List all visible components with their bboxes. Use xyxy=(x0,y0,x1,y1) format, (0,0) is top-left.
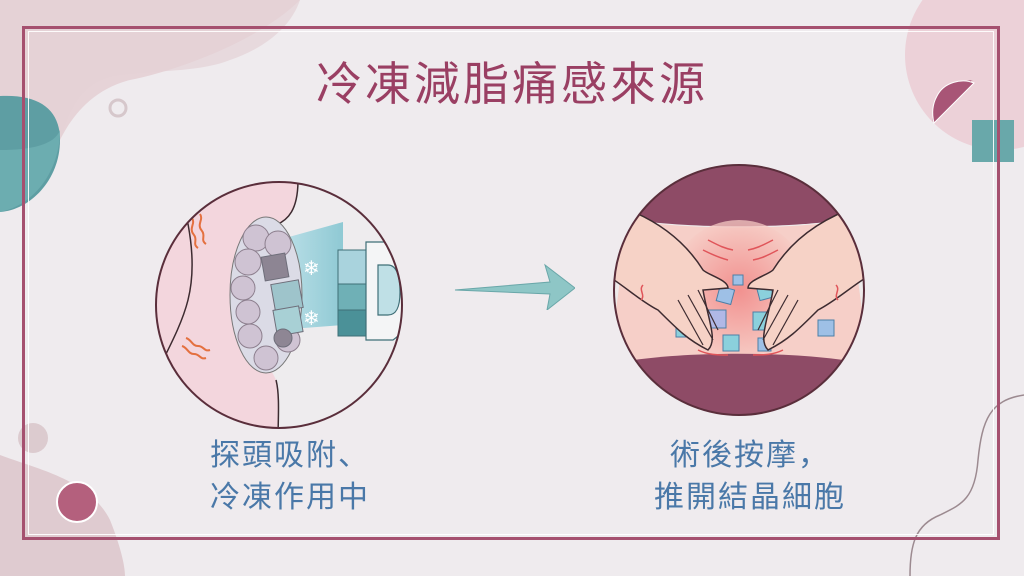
slide-frame xyxy=(22,26,1000,540)
right-caption-line-1: 術後按摩， xyxy=(670,438,830,473)
snowflake-icon: ❄ xyxy=(303,306,320,330)
page-title: 冷凍減脂痛感來源 xyxy=(316,57,708,111)
heat-wave-icon xyxy=(181,213,211,360)
right-caption-line-2: 推開結晶細胞 xyxy=(654,480,846,515)
maroon-circle-shape xyxy=(56,481,98,523)
slide-frame-inner xyxy=(28,31,994,535)
massage-illustration xyxy=(613,164,865,416)
curve-line-shape xyxy=(909,394,1024,576)
applicator-illustration: ❄ ❄ xyxy=(155,181,403,429)
left-caption: 探頭吸附、 冷凍作用中 xyxy=(180,435,400,519)
left-caption-line-2: 冷凍作用中 xyxy=(210,480,370,515)
right-caption: 術後按摩， 推開結晶細胞 xyxy=(620,435,880,519)
small-ring-shape xyxy=(108,98,128,118)
snowflake-icon: ❄ xyxy=(303,256,320,280)
right-arrow-icon xyxy=(454,263,575,310)
left-caption-line-1: 探頭吸附、 xyxy=(210,438,370,473)
